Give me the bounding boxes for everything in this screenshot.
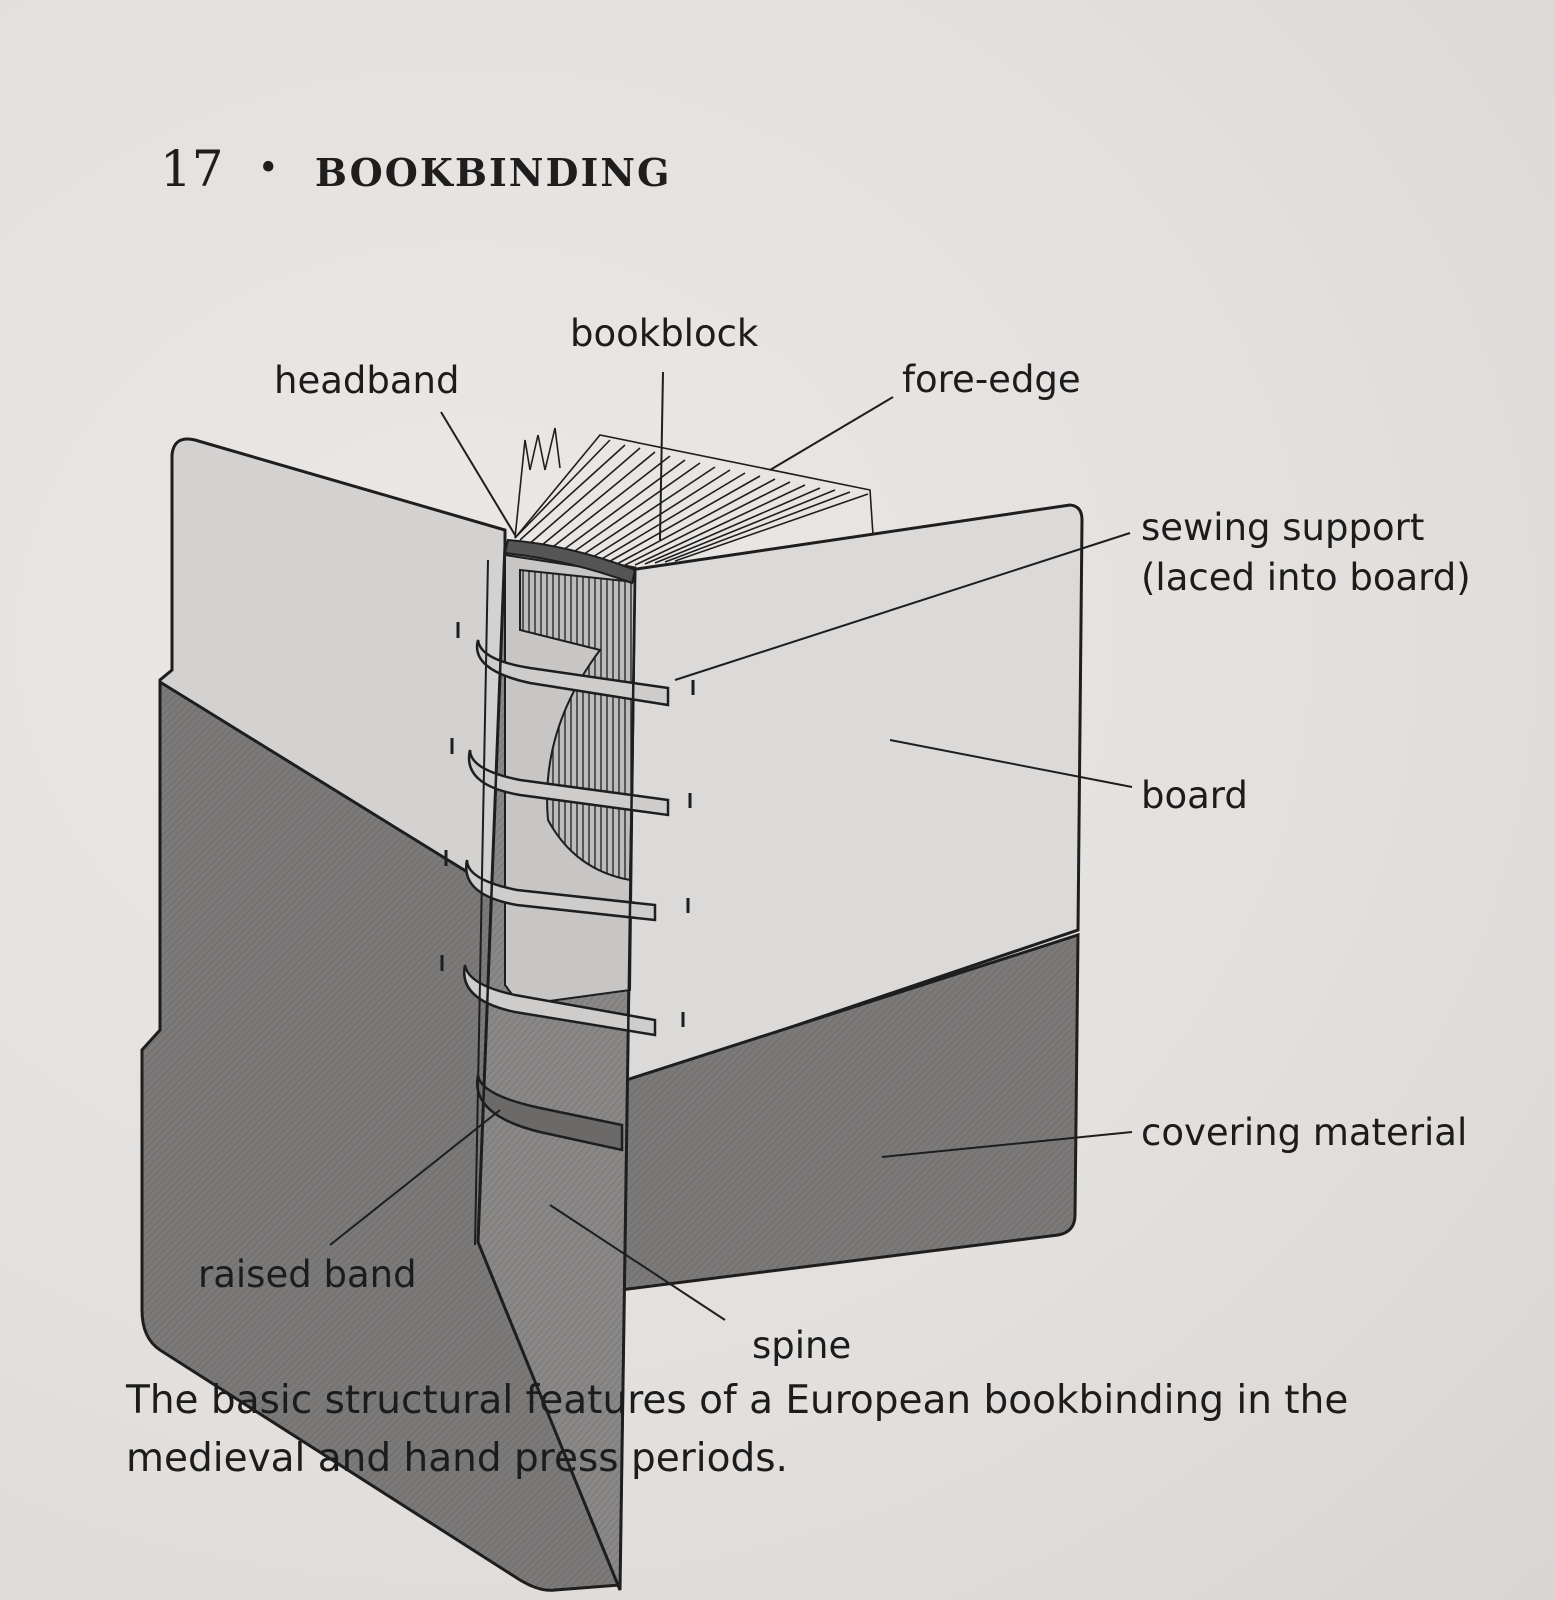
figure-caption: The basic structural features of a Europ… — [126, 1378, 1349, 1481]
page-header: 17 • BOOKBINDING — [160, 140, 671, 198]
raised-band — [475, 1074, 624, 1152]
label-covering-material: covering material — [1141, 1111, 1467, 1154]
label-bookblock: bookblock — [570, 312, 759, 355]
chapter-title: BOOKBINDING — [314, 150, 672, 195]
label-board: board — [1141, 774, 1248, 817]
label-sewing-support: sewing support — [1141, 506, 1424, 549]
header-bullet: • — [257, 148, 279, 189]
page-number: 17 — [160, 140, 224, 198]
label-sewing-support-note: (laced into board) — [1141, 556, 1471, 599]
bookblock-pages — [514, 427, 874, 566]
label-raised-band: raised band — [198, 1253, 417, 1296]
sewing-supports — [462, 639, 670, 1037]
right-board — [618, 503, 1084, 1088]
right-covering — [618, 932, 1080, 1292]
headband — [503, 538, 637, 585]
lacing-marks — [440, 622, 695, 1027]
label-fore-edge: fore-edge — [902, 358, 1081, 401]
label-spine: spine — [752, 1324, 851, 1367]
label-headband: headband — [274, 359, 459, 402]
leader-lines — [329, 371, 1133, 1321]
